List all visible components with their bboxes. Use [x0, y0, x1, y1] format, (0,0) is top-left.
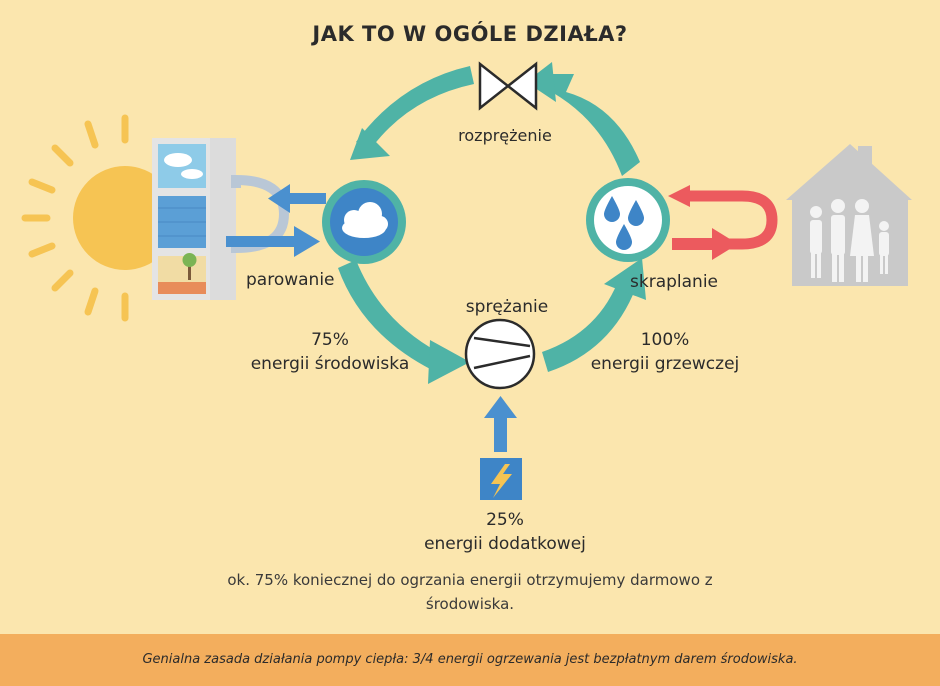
heating-circuit-arrows [668, 185, 778, 260]
sun-icon [21, 114, 160, 322]
lightning-icon [480, 458, 522, 500]
heating-energy-percent: 100% [640, 330, 690, 350]
environment-panel-icon [152, 138, 290, 300]
explanation-note: ok. 75% koniecznej do ogrzania energii o… [150, 568, 790, 616]
power-input-arrow [484, 396, 517, 452]
extra-energy-percent: 25% [486, 510, 524, 530]
explanation-note-line1: ok. 75% koniecznej do ogrzania energii o… [227, 571, 713, 589]
condenser-water-drops-icon [586, 178, 670, 262]
footer-banner: Genialna zasada działania pompy ciepła: … [0, 634, 940, 686]
diagram-title: JAK TO W OGÓLE DZIAŁA? [312, 22, 628, 46]
compressor-icon [464, 318, 536, 390]
refrigerant-cycle-arrows [338, 62, 646, 384]
expansion-label: rozprężenie [458, 126, 552, 145]
heating-energy-text: energii grzewczej [590, 354, 740, 374]
house-family-icon [786, 144, 912, 286]
condensation-label: skraplanie [630, 272, 718, 292]
footer-text: Genialna zasada działania pompy ciepła: … [142, 652, 798, 667]
evaporator-cloud-icon [322, 180, 406, 264]
valve-icon [478, 61, 538, 111]
environment-energy-percent: 75% [311, 330, 349, 350]
compression-label: sprężanie [465, 297, 549, 317]
extra-energy-text: energii dodatkowej [424, 534, 586, 554]
extra-energy-label: 25% energii dodatkowej [390, 508, 620, 556]
evaporation-label: parowanie [246, 270, 335, 290]
environment-energy-text: energii środowiska [250, 354, 410, 374]
heating-energy-label: 100% energii grzewczej [555, 328, 775, 376]
environment-heat-arrows [226, 184, 326, 257]
explanation-note-line2: środowiska. [425, 595, 515, 613]
environment-energy-label: 75% energii środowiska [205, 328, 455, 376]
